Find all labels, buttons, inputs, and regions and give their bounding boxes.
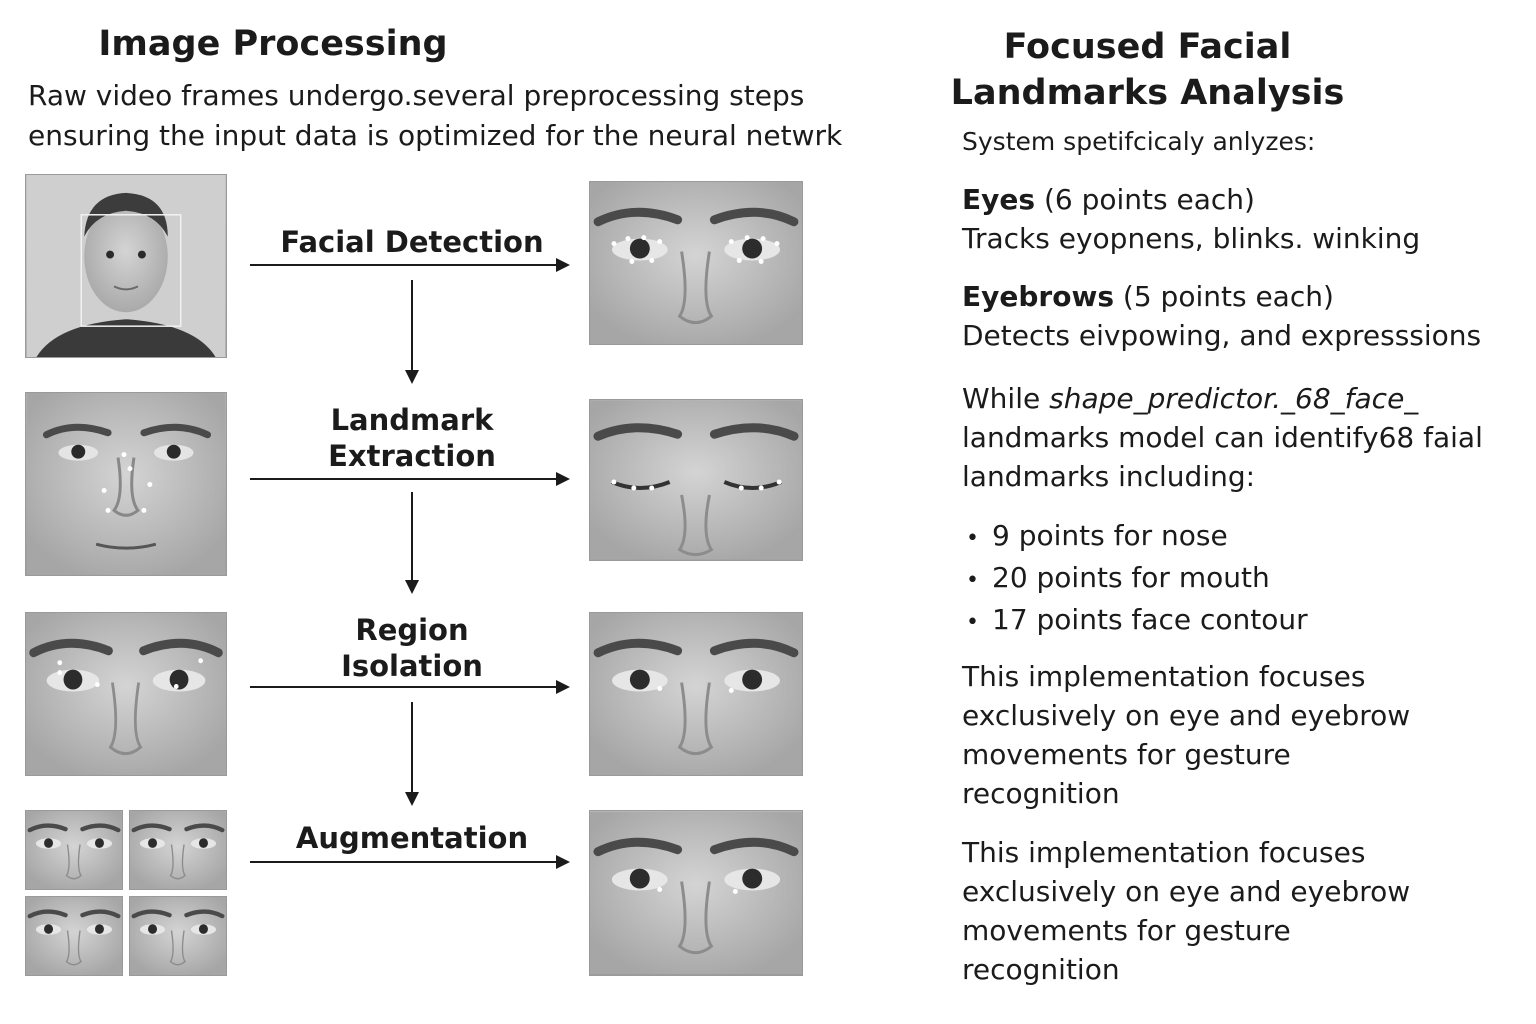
landmark-bullet-list: 9 points for nose 20 points for mouth 17…	[966, 516, 1506, 642]
list-item: 9 points for nose	[966, 516, 1506, 558]
right-intro: System spetifcicaly anlyzes:	[962, 127, 1316, 156]
output-photo-eye-region	[589, 612, 803, 776]
augmented-photo-1	[25, 810, 123, 890]
augmented-photo-4	[129, 896, 227, 976]
arrow-down-3	[411, 702, 413, 792]
left-intro-line1: Raw video frames undergo.several preproc…	[28, 79, 805, 112]
augmented-eyes-image	[590, 811, 802, 975]
arrow-right-3-head	[556, 680, 570, 694]
augmented-face-image	[26, 897, 122, 975]
step-label-augmentation: Augmentation	[295, 821, 529, 855]
model-prefix: While	[962, 382, 1050, 415]
arrow-right-4-head	[556, 855, 570, 869]
eyes-count: (6 points each)	[1043, 183, 1255, 216]
step-label-region-isolation: Region Isolation	[341, 613, 483, 683]
augmented-face-image	[26, 811, 122, 889]
step-label-landmark-extraction: Landmark Extraction	[328, 403, 496, 473]
augmented-face-image	[130, 811, 226, 889]
arrow-right-4	[250, 861, 556, 863]
face-crop-image	[26, 393, 226, 575]
arrow-down-1	[411, 280, 413, 370]
model-line2: landmarks model can identify68 faial	[962, 421, 1483, 454]
input-photo-face-crop	[25, 392, 227, 576]
augmented-photo-3	[25, 896, 123, 976]
output-photo-eyes-landmarks	[589, 181, 803, 345]
eyebrow-region-image	[26, 613, 226, 775]
model-section: While shape_predictor._68_face_ landmark…	[962, 379, 1522, 496]
model-line3: landmarks including:	[962, 460, 1256, 493]
eyebrows-section: Eyebrows (5 points each) Detects eivpowi…	[962, 277, 1522, 355]
left-title: Image Processing	[98, 24, 448, 64]
augmented-photo-2	[129, 810, 227, 890]
eyes-heading: Eyes	[962, 183, 1036, 216]
left-intro-line2: ensuring the input data is optimized for…	[28, 119, 843, 152]
eyebrows-heading: Eyebrows	[962, 280, 1114, 313]
list-item: 20 points for mouth	[966, 558, 1506, 600]
eyebrows-desc: Detects eivpowing, and expresssions	[962, 319, 1482, 352]
right-title: Focused Facial Landmarks Analysis	[950, 27, 1345, 113]
arrow-right-3	[250, 686, 556, 688]
model-name: shape_predictor._68_face_	[1049, 382, 1419, 415]
step-label-facial-detection: Facial Detection	[280, 225, 544, 259]
list-item: 17 points face contour	[966, 600, 1506, 642]
closed-eyes-image	[590, 400, 802, 560]
left-intro: Raw video frames undergo.several preproc…	[28, 76, 908, 156]
implementation-paragraph-2: This implementation focuses exclusively …	[962, 836, 1411, 986]
arrow-down-2-head	[405, 580, 419, 594]
input-photo-eyebrow-region	[25, 612, 227, 776]
arrow-right-2-head	[556, 472, 570, 486]
output-photo-augmented	[589, 810, 803, 976]
eyes-section: Eyes (6 points each) Tracks eyopnens, bl…	[962, 180, 1522, 258]
input-photo-face	[25, 174, 227, 358]
arrow-right-1-head	[556, 258, 570, 272]
augmented-face-image	[130, 897, 226, 975]
arrow-right-1	[250, 264, 556, 266]
face-portrait-image	[26, 175, 226, 357]
eyebrows-count: (5 points each)	[1122, 280, 1334, 313]
eyes-desc: Tracks eyopnens, blinks. winking	[962, 222, 1421, 255]
output-photo-closed-eyes	[589, 399, 803, 561]
arrow-down-1-head	[405, 370, 419, 384]
eye-landmarks-image	[590, 182, 802, 344]
face-bounding-box	[80, 214, 182, 327]
arrow-down-3-head	[405, 792, 419, 806]
eye-region-image	[590, 613, 802, 775]
implementation-paragraph-1: This implementation focuses exclusively …	[962, 660, 1411, 810]
arrow-right-2	[250, 478, 556, 480]
arrow-down-2	[411, 492, 413, 580]
